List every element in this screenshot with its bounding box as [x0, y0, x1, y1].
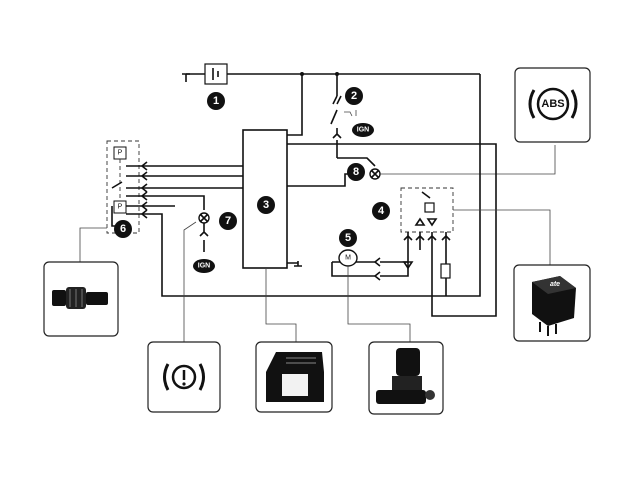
relay-connectors — [403, 234, 451, 241]
battery-icon — [204, 63, 228, 85]
ign-connector-bottom — [332, 128, 342, 139]
abs-icon-circle — [536, 87, 570, 121]
badge-7: 7 — [219, 212, 237, 230]
relay-pins — [407, 232, 447, 250]
relay-photo-icon: ate — [513, 264, 591, 342]
brake-warning-icon — [147, 341, 221, 413]
motor-wire-low — [331, 262, 375, 277]
warning-lamp-group: 8 — [287, 74, 556, 187]
motor-label: M — [345, 255, 351, 262]
ground-symbol — [182, 73, 190, 82]
control-photo-label — [282, 374, 308, 396]
switch-photo-ridges — [69, 289, 83, 307]
switch-wire-3 — [111, 181, 243, 189]
brake-icon-arc-left — [163, 363, 170, 391]
badge-4: 4 — [372, 202, 390, 220]
badge-3: 3 — [257, 196, 275, 214]
relay-contact — [421, 191, 431, 199]
control-unit: 3 — [242, 129, 302, 269]
lead-to-abs-icon — [380, 145, 556, 175]
brake-lamp-wire — [199, 223, 209, 252]
ign-badge-top: IGN — [352, 123, 374, 137]
relay-photo-top — [532, 276, 576, 294]
p-label-bottom: P — [118, 204, 123, 211]
ignition-switch-icon: 2 IGN — [330, 74, 374, 158]
abs-warning-icon: ABS — [514, 67, 591, 143]
pressure-switch-group: P P 6 — [79, 140, 481, 297]
abs-icon-arc-left — [528, 89, 536, 119]
hydraulic-photo-port — [425, 390, 435, 400]
hydraulic-photo-reservoir — [396, 348, 420, 376]
motor-diode — [402, 261, 414, 270]
pressure-switch-photo-icon — [43, 261, 119, 337]
ign-text-bottom: IGN — [198, 263, 210, 270]
switch-loop-wire — [126, 144, 481, 297]
brake-icon-arc-right — [198, 363, 205, 391]
lead-to-relay-photo — [453, 209, 551, 265]
lead-to-brake-icon — [183, 221, 197, 342]
ign-text-top: IGN — [357, 127, 369, 134]
brake-icon-dot — [182, 382, 186, 386]
badge-8: 8 — [347, 163, 365, 181]
badge-1: 1 — [207, 92, 225, 110]
abs-icon-arc-right — [570, 89, 578, 119]
motor-connectors — [374, 257, 381, 281]
control-unit-ground — [287, 261, 302, 267]
relay-photo-logo: ate — [550, 281, 560, 288]
pressure-switch-icon-bottom — [113, 200, 127, 214]
badge-6-text: 6 — [120, 223, 126, 235]
ign-badge-bottom: IGN — [193, 259, 215, 273]
ign-key-symbol — [344, 110, 357, 117]
abs-icon-text: ABS — [541, 98, 564, 110]
badge-4-text: 4 — [378, 205, 385, 217]
relay-photo-pins — [539, 322, 557, 336]
lead-to-hydraulic-photo — [347, 266, 411, 342]
control-unit-photo-icon — [255, 268, 333, 413]
relay-fuse — [440, 263, 451, 279]
switch-photo-body-right — [86, 292, 108, 305]
hydraulic-photo-motor — [376, 390, 426, 404]
badge-5-text: 5 — [345, 232, 351, 244]
ign-switch-contact — [330, 109, 338, 125]
relay-group: 4 — [372, 143, 551, 317]
switch-wire-to-lamp7 — [126, 195, 205, 210]
switch-connectors — [141, 161, 148, 219]
relay-return-wire — [431, 143, 497, 317]
motor-relay-wires — [380, 240, 409, 277]
badge-5: 5 — [339, 229, 357, 247]
badge-8-text: 8 — [353, 166, 359, 178]
hydraulic-unit-photo-icon — [368, 341, 444, 415]
pump-motor-group: M 5 — [331, 229, 414, 342]
lead-to-control-photo — [265, 268, 297, 342]
lead-to-switch-photo — [79, 227, 107, 262]
control-photo-pins — [286, 357, 316, 364]
ign-connector-top — [332, 95, 342, 105]
p-label-top: P — [118, 150, 123, 157]
battery-cells — [212, 68, 219, 80]
relay-icon — [424, 202, 435, 213]
brake-lamp-cross — [199, 213, 209, 223]
badge-2-text: 2 — [351, 90, 357, 102]
battery-group: 1 — [182, 63, 480, 136]
badge-7-text: 7 — [225, 215, 231, 227]
warning-lamp-cross — [370, 169, 380, 179]
lamp-control-wire — [287, 173, 355, 187]
lamp-supply-wire — [337, 157, 376, 167]
switch-photo-body-left — [52, 290, 66, 306]
badge-2: 2 — [345, 87, 363, 105]
supply-to-control-unit — [287, 74, 303, 136]
brake-lamp-group: 7 IGN — [183, 212, 237, 342]
relay-diodes — [414, 217, 438, 227]
badge-6: 6 — [114, 220, 132, 238]
badge-3-text: 3 — [263, 199, 269, 211]
badge-1-text: 1 — [213, 95, 219, 107]
